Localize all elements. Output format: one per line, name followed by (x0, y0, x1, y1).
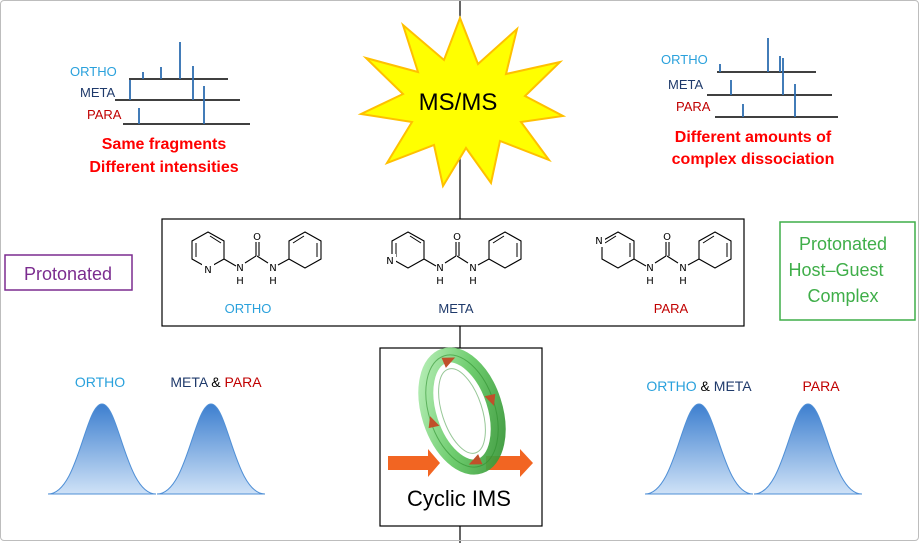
left-note-line1: Same fragments (102, 136, 227, 153)
left-ims-peak-1 (47, 403, 157, 495)
cyclic-ring-icon (418, 347, 506, 475)
ortho-bond-3 (256, 255, 269, 264)
host-guest-line1: Protonated (799, 234, 887, 254)
meta-phenyl-ring (488, 231, 522, 269)
protonated-tag: Protonated (4, 254, 133, 291)
meta-bond-2 (444, 255, 457, 264)
left-ims-meta: META (170, 374, 209, 390)
right-ims-peaks: ORTHO & META PARA (644, 378, 863, 495)
host-guest-tag-border (779, 221, 916, 321)
molecule-ortho-label: ORTHO (225, 301, 272, 316)
ortho-nh1-h: H (236, 276, 244, 287)
right-ims-ortho: ORTHO (646, 378, 696, 394)
para-phenyl-double-2 (702, 235, 715, 244)
molecule-meta: N N H O N H (385, 231, 522, 287)
ortho-n-mask (202, 263, 214, 275)
meta-bond-1 (423, 258, 437, 267)
right-ortho-label: ORTHO (661, 52, 708, 67)
left-ims-para: PARA (225, 374, 263, 390)
meta-o: O (453, 232, 461, 243)
molecule-meta-label: META (438, 301, 473, 316)
ortho-nh2-h: H (269, 276, 277, 287)
para-bond-1 (633, 258, 647, 267)
right-ims-peak-2 (753, 403, 863, 495)
right-para-label: PARA (676, 99, 711, 114)
cyclic-ims-label: Cyclic IMS (407, 486, 511, 511)
para-bond-2 (654, 255, 667, 264)
para-o: O (663, 232, 671, 243)
para-ring-double-2 (604, 235, 617, 244)
para-bond-4 (687, 258, 700, 266)
molecule-para-label: PARA (654, 301, 689, 316)
meta-ring-double-2 (409, 235, 422, 244)
protonated-tag-border (4, 254, 133, 291)
molecule-para: N N H O N H (594, 231, 732, 287)
left-meta-label: META (80, 85, 115, 100)
ortho-bond-1 (223, 258, 237, 267)
protonated-tag-label: Protonated (24, 264, 112, 284)
right-note-line1: Different amounts of (675, 129, 832, 146)
right-ims-peak1-label: ORTHO & META (646, 378, 752, 394)
para-phenyl-ring (698, 231, 732, 269)
star-burst-icon (357, 15, 567, 189)
meta-bond-4 (477, 258, 490, 266)
para-n-mask (594, 234, 605, 247)
left-ims-amp: & (207, 374, 224, 390)
host-guest-tag: Protonated Host–Guest Complex (779, 221, 916, 321)
meta-nh1-h: H (436, 276, 444, 287)
orange-arrow-icon (388, 449, 440, 477)
meta-nh1-n: N (436, 263, 443, 274)
para-nh1-h: H (646, 276, 654, 287)
left-ims-peak2-label: META & PARA (170, 374, 262, 390)
left-para-label: PARA (87, 107, 122, 122)
molecule-box-border (161, 218, 745, 327)
ortho-ring-n: N (204, 265, 211, 276)
left-msms-spectra: ORTHO META PARA Same fragments Different… (70, 42, 250, 176)
meta-pyridine-ring (391, 231, 425, 269)
para-nh1-n: N (646, 263, 653, 274)
left-ims-peaks: ORTHO META & PARA (47, 374, 266, 495)
host-guest-line2: Host–Guest (788, 260, 883, 280)
ortho-ring-double-2 (209, 235, 222, 244)
meta-ring-n: N (386, 256, 393, 267)
meta-bond-3 (456, 255, 469, 264)
msms-starburst: MS/MS (357, 15, 567, 189)
ortho-bond-4 (277, 258, 290, 266)
right-ims-meta: META (714, 378, 753, 394)
right-meta-label: META (668, 77, 703, 92)
ortho-nh2-n: N (269, 263, 276, 274)
ortho-bond-2 (244, 255, 257, 264)
right-msms-spectra: ORTHO META PARA Different amounts of com… (661, 38, 838, 168)
right-ims-amp: & (697, 378, 714, 394)
molecule-box: N N H O N H ORTHO N N H (161, 218, 745, 327)
para-ring-n: N (595, 236, 602, 247)
left-note-line2: Different intensities (89, 159, 238, 176)
para-nh2-h: H (679, 276, 687, 287)
para-bond-3 (666, 255, 679, 264)
meta-n-mask (385, 254, 396, 266)
ortho-o: O (253, 232, 261, 243)
meta-phenyl-double-2 (492, 235, 505, 244)
ortho-phenyl-ring (288, 231, 322, 269)
right-ims-peak2-label: PARA (802, 378, 840, 394)
left-ortho-label: ORTHO (70, 64, 117, 79)
cyclic-ims-border (379, 347, 543, 527)
meta-nh2-h: H (469, 276, 477, 287)
left-ims-peak-2 (156, 403, 266, 495)
cyclic-ims-box: Cyclic IMS (379, 347, 543, 527)
ortho-phenyl-double-2 (292, 235, 305, 244)
right-ims-peak-1 (644, 403, 754, 495)
meta-nh2-n: N (469, 263, 476, 274)
ortho-nh1-n: N (236, 263, 243, 274)
host-guest-line3: Complex (807, 286, 878, 306)
right-note-line2: complex dissociation (672, 151, 835, 168)
left-ims-peak1-label: ORTHO (75, 374, 125, 390)
msms-label: MS/MS (419, 89, 498, 116)
molecule-ortho: N N H O N H (191, 231, 322, 287)
para-nh2-n: N (679, 263, 686, 274)
